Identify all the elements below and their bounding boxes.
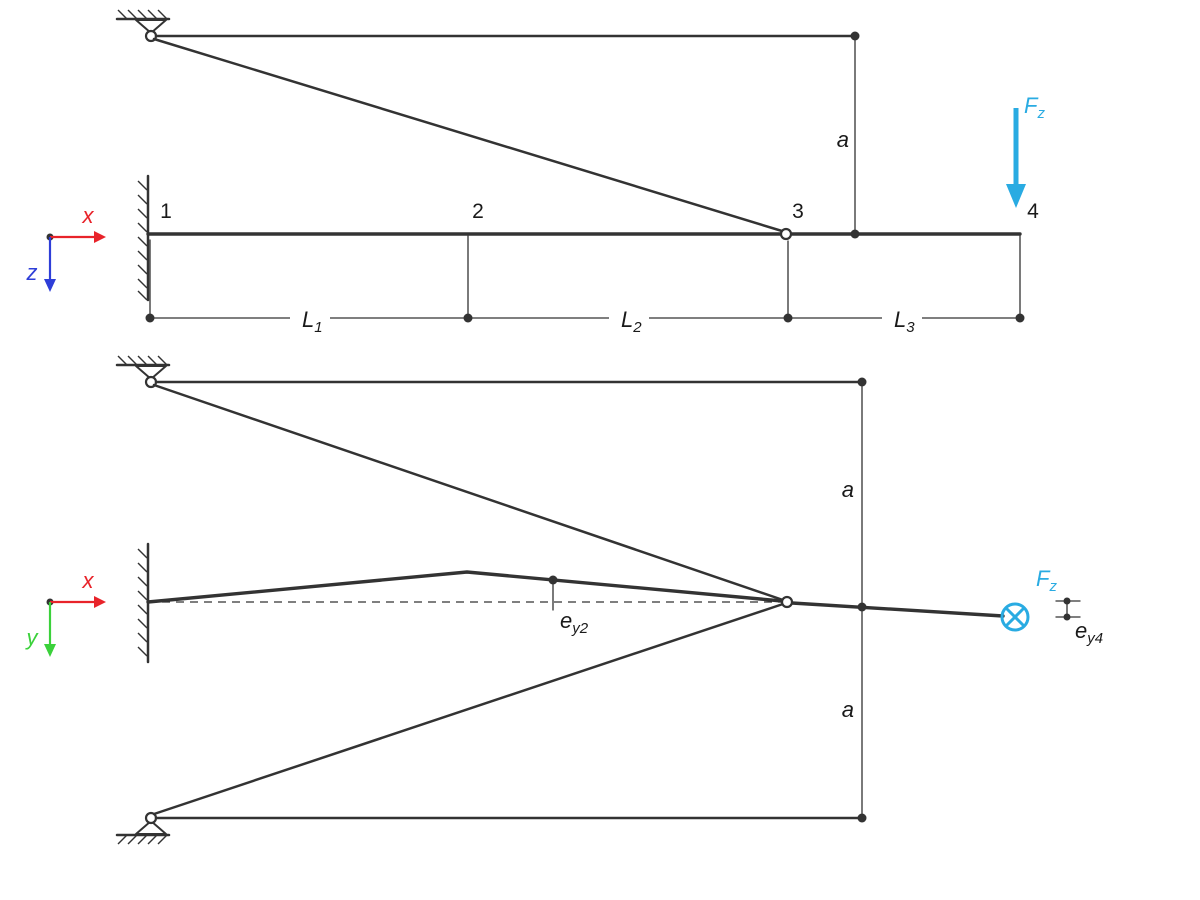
- support-triangle: [135, 19, 167, 34]
- pin-support-lower: [115, 811, 171, 845]
- extension-lines: [149, 235, 1021, 319]
- pin-support-upper: [115, 355, 171, 389]
- coord-system-xz: x z: [26, 203, 106, 292]
- tie-rod-1-3: [152, 37, 784, 233]
- dim-label-L3: L3: [894, 307, 915, 336]
- dim-a-top: a: [837, 39, 860, 239]
- support-hatching: [117, 9, 168, 20]
- beam-plan-1-3: [146, 570, 784, 604]
- force-label-Fz-plan: Fz: [1036, 566, 1057, 595]
- dim-label-a: a: [837, 127, 849, 152]
- wall-hatching: [137, 180, 148, 301]
- dim-label-a-lower: a: [842, 697, 854, 722]
- z-axis-arrowhead: [44, 279, 56, 292]
- tie-rod-lower: [152, 602, 785, 816]
- dim-endpoint-dot: [857, 377, 867, 387]
- side-view-xz: 1 2 3 4 L1 L2 L3: [26, 9, 1045, 336]
- support-triangle: [135, 365, 167, 380]
- beam-plan-3-4: [790, 601, 1005, 618]
- force-arrow-Fz: Fz: [1006, 93, 1045, 208]
- length-dimension-line: L1 L2 L3: [145, 305, 1025, 336]
- hinge-node-3: [779, 227, 793, 241]
- y-axis-label: y: [25, 625, 40, 650]
- force-into-page-symbol: Fz: [1000, 566, 1057, 632]
- dim-ey2: ey2: [548, 575, 589, 637]
- plan-view-xy: ey2 Fz ey4 a a: [25, 355, 1103, 845]
- wall-hatching: [137, 548, 148, 657]
- dim-a-plan: a a: [842, 385, 867, 815]
- z-axis-label: z: [26, 260, 38, 285]
- node-label-2: 2: [472, 200, 484, 223]
- dim-label-ey4: ey4: [1075, 618, 1103, 647]
- dim-label-ey2: ey2: [560, 608, 589, 637]
- dim-endpoint-dot: [850, 31, 860, 41]
- support-hatching: [117, 355, 168, 366]
- dim-label-L1: L1: [302, 307, 323, 336]
- dim-label-L2: L2: [621, 307, 642, 336]
- node-label-4: 4: [1027, 200, 1039, 223]
- node-label-1: 1: [160, 200, 172, 223]
- fixed-wall-support: [137, 542, 150, 664]
- support-hatching: [117, 834, 168, 845]
- hinge-node-3: [780, 595, 794, 609]
- tie-rod-upper: [152, 383, 785, 602]
- force-label-Fz: Fz: [1024, 93, 1045, 122]
- support-triangle: [135, 820, 167, 835]
- dim-ey4: ey4: [1055, 597, 1103, 647]
- coord-system-xy: x y: [25, 568, 106, 657]
- x-axis-arrowhead: [94, 596, 106, 608]
- x-axis-label: x: [82, 203, 95, 228]
- force-arrowhead: [1006, 184, 1026, 208]
- x-axis-arrowhead: [94, 231, 106, 243]
- node-label-3: 3: [792, 200, 804, 223]
- x-axis-label: x: [82, 568, 95, 593]
- fixed-wall-support: [137, 174, 150, 302]
- dim-label-a-upper: a: [842, 477, 854, 502]
- dim-endpoint-dot: [857, 813, 867, 823]
- y-axis-arrowhead: [44, 644, 56, 657]
